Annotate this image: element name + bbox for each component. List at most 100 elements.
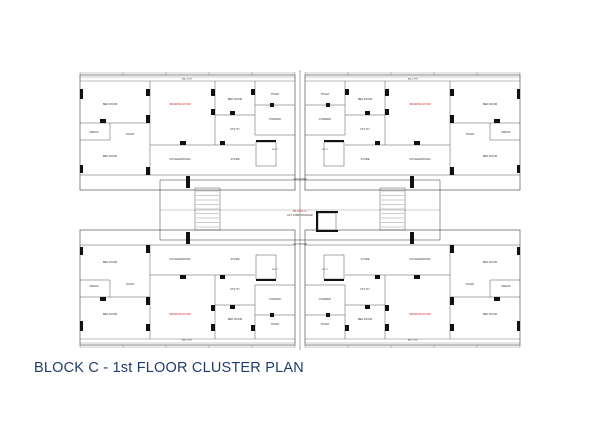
room-label: UTILITY (230, 287, 240, 291)
staircase-left (194, 187, 221, 231)
wall-segment (450, 297, 454, 305)
wall-segment (345, 325, 349, 331)
room-label: KITCHEN/DINING (169, 257, 190, 261)
wall-segment (326, 313, 330, 317)
room-label: TOILET (125, 282, 134, 286)
room-label: UTILITY (360, 127, 370, 131)
room-label: BED ROOM (483, 260, 497, 264)
lobby-label: LIFT FOYER (293, 178, 307, 181)
wall-segment (220, 275, 225, 279)
staircase-right (379, 187, 406, 231)
wall-segment (180, 275, 186, 279)
wall-segment (385, 89, 389, 96)
room-label: STORE (361, 257, 370, 261)
wall-segment (365, 305, 370, 309)
wall-segment (450, 115, 454, 123)
plan-caption: BLOCK C - 1st FLOOR CLUSTER PLAN (34, 360, 304, 376)
room-label: BALCONY (182, 339, 193, 342)
wall-segment (324, 279, 344, 281)
lift-shaft (317, 212, 337, 231)
room-outline (79, 229, 296, 346)
lobby-label: BLOCK C (293, 209, 307, 213)
wall-segment (211, 324, 215, 331)
room-label: BED ROOM (358, 97, 372, 101)
room-label: KITCHEN/DINING (409, 157, 430, 161)
wall-segment (517, 321, 520, 331)
room-label: DUCT (322, 269, 329, 271)
wall-segment (220, 141, 225, 145)
wall-segment (365, 111, 370, 115)
lift-shaft (323, 141, 345, 167)
wall-segment (211, 109, 215, 115)
room-label: BED ROOM (228, 97, 242, 101)
wall-segment (517, 89, 520, 99)
room-label: POWDER (269, 117, 281, 121)
wall-segment (385, 324, 389, 331)
wall-segment (345, 89, 349, 95)
lobby-label: LIFT FOYER (293, 243, 307, 246)
wall-segment (316, 211, 318, 232)
wall-segment (230, 111, 235, 115)
room-label: BED ROOM (103, 260, 117, 264)
wall-segment (375, 275, 380, 279)
room-label: DRAWING ROOM (169, 312, 190, 316)
wall-segment (251, 89, 255, 95)
lift-shaft (255, 254, 277, 280)
wall-segment (186, 232, 190, 244)
plan-walls (186, 140, 414, 281)
wall-segment (450, 167, 454, 175)
wall-segment (517, 165, 520, 173)
room-label: POWDER (319, 297, 331, 301)
wall-segment (256, 140, 276, 142)
wall-segment (80, 247, 83, 255)
room-label: STORE (361, 157, 370, 161)
room-label: DUCT (322, 149, 329, 151)
wall-segment (494, 297, 500, 301)
wall-segment (375, 141, 380, 145)
room-label: BALCONY (408, 78, 419, 81)
room-label: BED ROOM (103, 312, 117, 316)
room-label: DUCT (272, 269, 279, 271)
lobby-label: LIFT LOBBY/PASSAGE (287, 214, 313, 217)
room-label: BALCONY (408, 339, 419, 342)
wall-segment (146, 89, 150, 96)
room-label: DRAWING ROOM (169, 102, 190, 106)
wall-segment (80, 321, 83, 331)
wall-segment (80, 89, 83, 99)
room-label: TOILET (270, 322, 279, 326)
room-label: POWDER (319, 117, 331, 121)
room-label: TOILET (270, 92, 279, 96)
wall-segment (256, 279, 276, 281)
room-label: BED ROOM (483, 102, 497, 106)
wall-segment (146, 115, 150, 123)
room-label: STORE (231, 257, 240, 261)
wall-segment (414, 275, 420, 279)
wall-segment (450, 245, 454, 253)
room-outline (304, 74, 521, 191)
lift-shaft (323, 254, 345, 280)
room-label: DRAWING ROOM (409, 312, 430, 316)
room-label: KITCHEN/DINING (169, 157, 190, 161)
wall-segment (385, 305, 389, 311)
room-label: TOILET (465, 132, 474, 136)
wall-segment (450, 324, 454, 331)
wall-segment (450, 89, 454, 96)
room-label: UTILITY (360, 287, 370, 291)
wall-segment (251, 325, 255, 331)
wall-segment (324, 140, 344, 142)
wall-segment (385, 109, 389, 115)
room-label: TOILET (320, 92, 329, 96)
lift-shaft (255, 141, 277, 167)
wall-segment (316, 230, 338, 232)
wall-segment (410, 232, 414, 244)
room-label: DRESS (502, 130, 511, 134)
room-label: DUCT (272, 149, 279, 151)
wall-segment (270, 103, 274, 107)
room-outline (79, 74, 296, 191)
wall-segment (326, 103, 330, 107)
